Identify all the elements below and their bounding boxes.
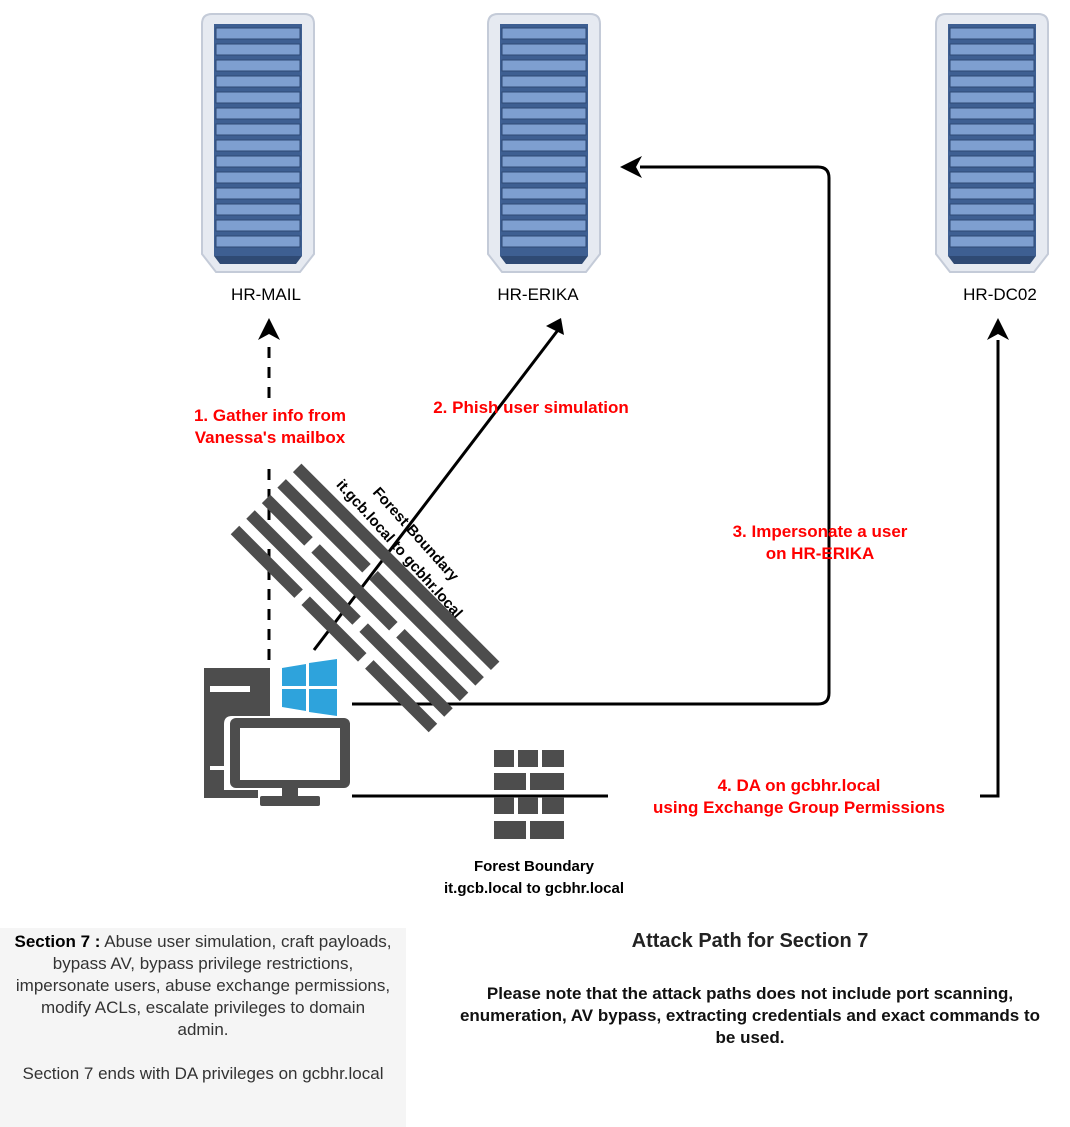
step2-label: 2. Phish user simulation (400, 397, 662, 419)
connector-step1-dashed (258, 318, 280, 660)
page-title: Attack Path for Section 7 (631, 930, 869, 952)
section-note-body: Abuse user simulation, craft payloads, b… (15, 932, 392, 1039)
server-label-hr-mail: HR-MAIL (231, 285, 301, 304)
step4-line2: using Exchange Group Permissions (653, 798, 945, 817)
step2-line1: 2. Phish user simulation (433, 398, 629, 417)
section-note-heading: Section 7 : (14, 932, 101, 951)
server-label-hr-dc02: HR-DC02 (963, 285, 1037, 304)
forest-boundary-line1: Forest Boundary (473, 858, 594, 875)
connector-step4 (352, 318, 1009, 798)
step1-line1: 1. Gather info from (193, 406, 347, 425)
firewall-diagonal-icon (230, 463, 500, 733)
windows-logo-icon (282, 659, 337, 716)
server-icon-hr-erika (487, 13, 601, 273)
server-icon-hr-dc02 (935, 13, 1049, 273)
section-note-footer: Section 7 ends with DA privileges on gcb… (22, 1064, 384, 1083)
connector-step2 (312, 318, 564, 651)
workstation-icon (204, 668, 350, 806)
server-icon-hr-mail (201, 13, 315, 273)
disclaimer-text: Please note that the attack paths does n… (459, 984, 1041, 1047)
step3-line2: on HR-ERIKA (765, 544, 875, 563)
firewall-brick-icon (494, 750, 564, 839)
step1-line2: Vanessa's mailbox (194, 428, 346, 447)
step3-line1: 3. Impersonate a user (732, 522, 908, 541)
step3-label: 3. Impersonate a user on HR-ERIKA (700, 521, 940, 565)
forest-boundary-label: Forest Boundary it.gcb.local to gcbhr.lo… (409, 856, 659, 900)
step1-label: 1. Gather info from Vanessa's mailbox (150, 405, 390, 449)
section-note-text: Section 7 : Abuse user simulation, craft… (14, 931, 392, 1041)
step4-line1: 4. DA on gcbhr.local (717, 776, 881, 795)
connector-step3 (352, 156, 831, 706)
step4-label: 4. DA on gcbhr.local using Exchange Grou… (604, 775, 994, 819)
server-label-hr-erika: HR-ERIKA (497, 285, 579, 304)
section-note-box: Section 7 : Abuse user simulation, craft… (0, 928, 406, 1127)
forest-boundary-line2: it.gcb.local to gcbhr.local (443, 880, 625, 897)
